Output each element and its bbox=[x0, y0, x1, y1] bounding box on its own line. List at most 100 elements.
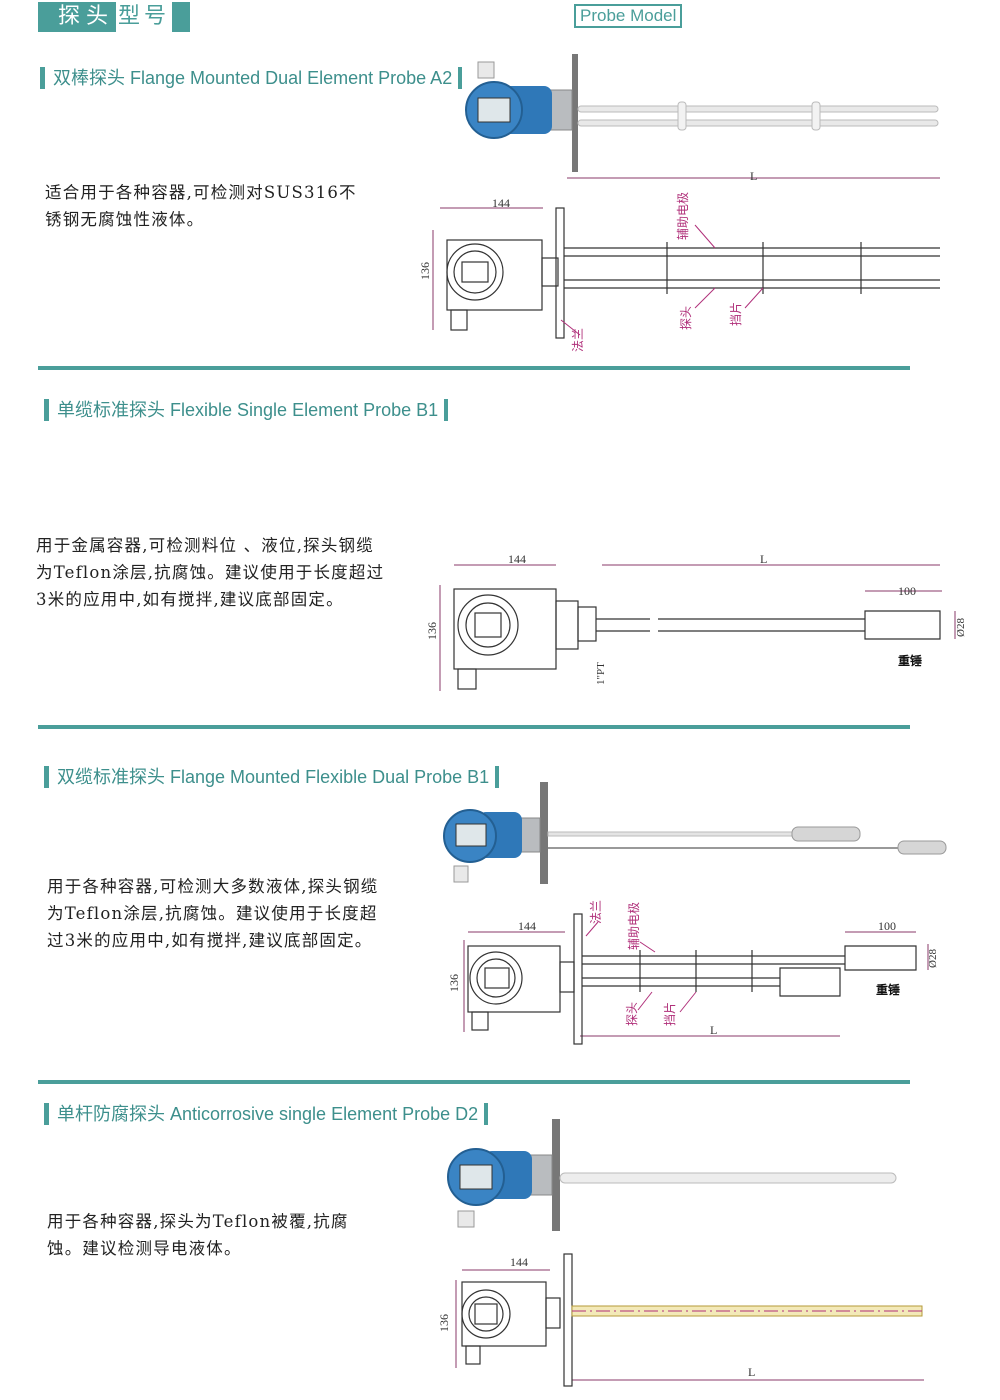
probe-model-label: Probe Model bbox=[574, 4, 683, 28]
spacer bbox=[677, 101, 687, 131]
dim-weight-diameter: Ø28 bbox=[927, 949, 939, 968]
cable-gland bbox=[453, 865, 469, 883]
title-end-bar bbox=[444, 399, 449, 421]
label-flange: 法兰 bbox=[571, 328, 585, 352]
flange-outline bbox=[555, 207, 565, 339]
dim-height: 136 bbox=[437, 1314, 451, 1332]
page-tab-highlight: 型号 bbox=[116, 2, 173, 32]
dim-width: 144 bbox=[508, 552, 526, 566]
title-end-bar bbox=[484, 1103, 489, 1125]
section-title-b1-dual-text: 双缆标准探头 Flange Mounted Flexible Dual Prob… bbox=[57, 767, 490, 787]
weight-photo bbox=[897, 840, 947, 855]
section-divider bbox=[38, 725, 910, 729]
dim-weight-diameter: Ø28 bbox=[955, 618, 967, 637]
desc-line: 用于各种容器,可检测大多数液体,探头钢缆 bbox=[47, 877, 379, 896]
section-title-d2-text: 单杆防腐探头 Anticorrosive single Element Prob… bbox=[57, 1104, 479, 1124]
display-outline bbox=[461, 261, 489, 283]
dim-width: 144 bbox=[518, 919, 536, 933]
rod-upper bbox=[577, 105, 939, 113]
section-divider bbox=[38, 366, 910, 370]
dim-weight-length: 100 bbox=[898, 584, 916, 598]
page-tab-tail bbox=[186, 2, 190, 32]
dim-height: 136 bbox=[418, 262, 432, 280]
label-baffle: 挡片 bbox=[663, 1002, 677, 1026]
title-end-bar bbox=[458, 67, 463, 89]
probe-photo-b1-dual bbox=[443, 782, 947, 884]
desc-line: 为Teflon涂层,抗腐蚀。建议使用于长度超过 bbox=[36, 563, 385, 582]
section-desc-a2: 适合用于各种容器,可检测对SUS316不 锈钢无腐蚀性液体。 bbox=[45, 179, 357, 233]
desc-line: 锈钢无腐蚀性液体。 bbox=[45, 210, 205, 229]
weight-outline bbox=[864, 610, 941, 640]
display-window bbox=[459, 1164, 493, 1190]
dim-width: 144 bbox=[510, 1255, 528, 1269]
desc-line: 用于金属容器,可检测料位 、液位,探头钢缆 bbox=[36, 536, 374, 555]
desc-line: 3米的应用中,如有搅拌,建议底部固定。 bbox=[36, 590, 344, 609]
display-outline bbox=[484, 967, 510, 989]
section-title-a2: 双棒探头 Flange Mounted Dual Element Probe A… bbox=[40, 67, 463, 89]
dim-width: 144 bbox=[492, 196, 510, 210]
section-title-b1-dual: 双缆标准探头 Flange Mounted Flexible Dual Prob… bbox=[44, 766, 500, 788]
label-aux-electrode: 辅助电极 bbox=[676, 192, 690, 240]
label-probe: 探头 bbox=[625, 1002, 639, 1026]
section-title-b1-single-text: 单缆标准探头 Flexible Single Element Probe B1 bbox=[57, 400, 439, 420]
housing-outline bbox=[446, 239, 543, 311]
probe-photo-a2 bbox=[465, 54, 939, 172]
gland-outline bbox=[450, 309, 468, 331]
flange-photo bbox=[572, 54, 578, 172]
drawing-d2: 144 L 136 bbox=[437, 1253, 924, 1387]
rod-lower bbox=[577, 119, 939, 127]
flange-photo bbox=[552, 1119, 560, 1231]
section-desc-d2: 用于各种容器,探头为Teflon被覆,抗腐 蚀。建议检测导电液体。 bbox=[47, 1208, 349, 1262]
section-title-b1-single: 单缆标准探头 Flexible Single Element Probe B1 bbox=[44, 399, 449, 421]
desc-line: 蚀。建议检测导电液体。 bbox=[47, 1239, 242, 1258]
label-probe: 探头 bbox=[679, 306, 693, 330]
weight-photo bbox=[791, 826, 861, 842]
drawing-b1-single: 144 L 100 136 Ø28 1"PT 重锤 bbox=[425, 552, 967, 691]
desc-line: 用于各种容器,探头为Teflon被覆,抗腐 bbox=[47, 1212, 349, 1231]
flange-outline bbox=[563, 1253, 573, 1387]
label-aux-electrode: 辅助电极 bbox=[627, 902, 641, 950]
weight-outline-upper bbox=[844, 945, 917, 971]
display-window bbox=[477, 97, 511, 123]
cable-gland bbox=[457, 1210, 475, 1228]
display-outline bbox=[474, 612, 502, 638]
drawing-a2: L 144 136 辅助电极 探头 挡片 法兰 bbox=[418, 170, 940, 352]
flange-photo bbox=[540, 782, 548, 884]
cable-gland bbox=[477, 61, 495, 79]
spacer bbox=[811, 101, 821, 131]
page-tab: 探头型号 bbox=[38, 2, 190, 32]
page-tab-text: 探头 bbox=[58, 4, 115, 29]
display-outline bbox=[474, 1303, 498, 1325]
gland-outline bbox=[457, 668, 477, 690]
section-divider bbox=[38, 1080, 910, 1084]
label-flange: 法兰 bbox=[589, 900, 603, 924]
section-desc-b1-single: 用于金属容器,可检测料位 、液位,探头钢缆 为Teflon涂层,抗腐蚀。建议使用… bbox=[36, 532, 384, 613]
weight-outline-lower bbox=[779, 967, 841, 997]
dim-length: L bbox=[748, 1365, 755, 1379]
desc-line: 适合用于各种容器,可检测对SUS316不 bbox=[45, 183, 357, 202]
teflon-rod bbox=[559, 1172, 897, 1184]
label-weight: 重锤 bbox=[898, 653, 922, 668]
display-window bbox=[455, 823, 487, 847]
dim-height: 136 bbox=[425, 622, 439, 640]
dim-height: 136 bbox=[447, 974, 461, 992]
section-title-d2: 单杆防腐探头 Anticorrosive single Element Prob… bbox=[44, 1103, 489, 1125]
dim-length: L bbox=[710, 1023, 717, 1037]
probe-photo-d2 bbox=[447, 1119, 897, 1231]
flange-outline bbox=[573, 913, 583, 1045]
dim-length: L bbox=[760, 552, 767, 566]
gland-outline bbox=[471, 1011, 489, 1031]
title-end-bar bbox=[495, 766, 500, 788]
section-desc-b1-dual: 用于各种容器,可检测大多数液体,探头钢缆 为Teflon涂层,抗腐蚀。建议使用于… bbox=[47, 873, 379, 954]
section-title-a2-text: 双棒探头 Flange Mounted Dual Element Probe A… bbox=[53, 68, 453, 88]
label-weight: 重锤 bbox=[876, 982, 900, 997]
dim-weight-length: 100 bbox=[878, 919, 896, 933]
dim-length: L bbox=[750, 170, 757, 183]
desc-line: 为Teflon涂层,抗腐蚀。建议使用于长度超 bbox=[47, 904, 378, 923]
cap-outline bbox=[446, 243, 504, 301]
dim-thread: 1"PT bbox=[595, 662, 607, 685]
label-baffle: 挡片 bbox=[729, 302, 743, 326]
desc-line: 过3米的应用中,如有搅拌,建议底部固定。 bbox=[47, 931, 373, 950]
gland-outline bbox=[465, 1345, 481, 1365]
cable-upper bbox=[547, 831, 799, 837]
